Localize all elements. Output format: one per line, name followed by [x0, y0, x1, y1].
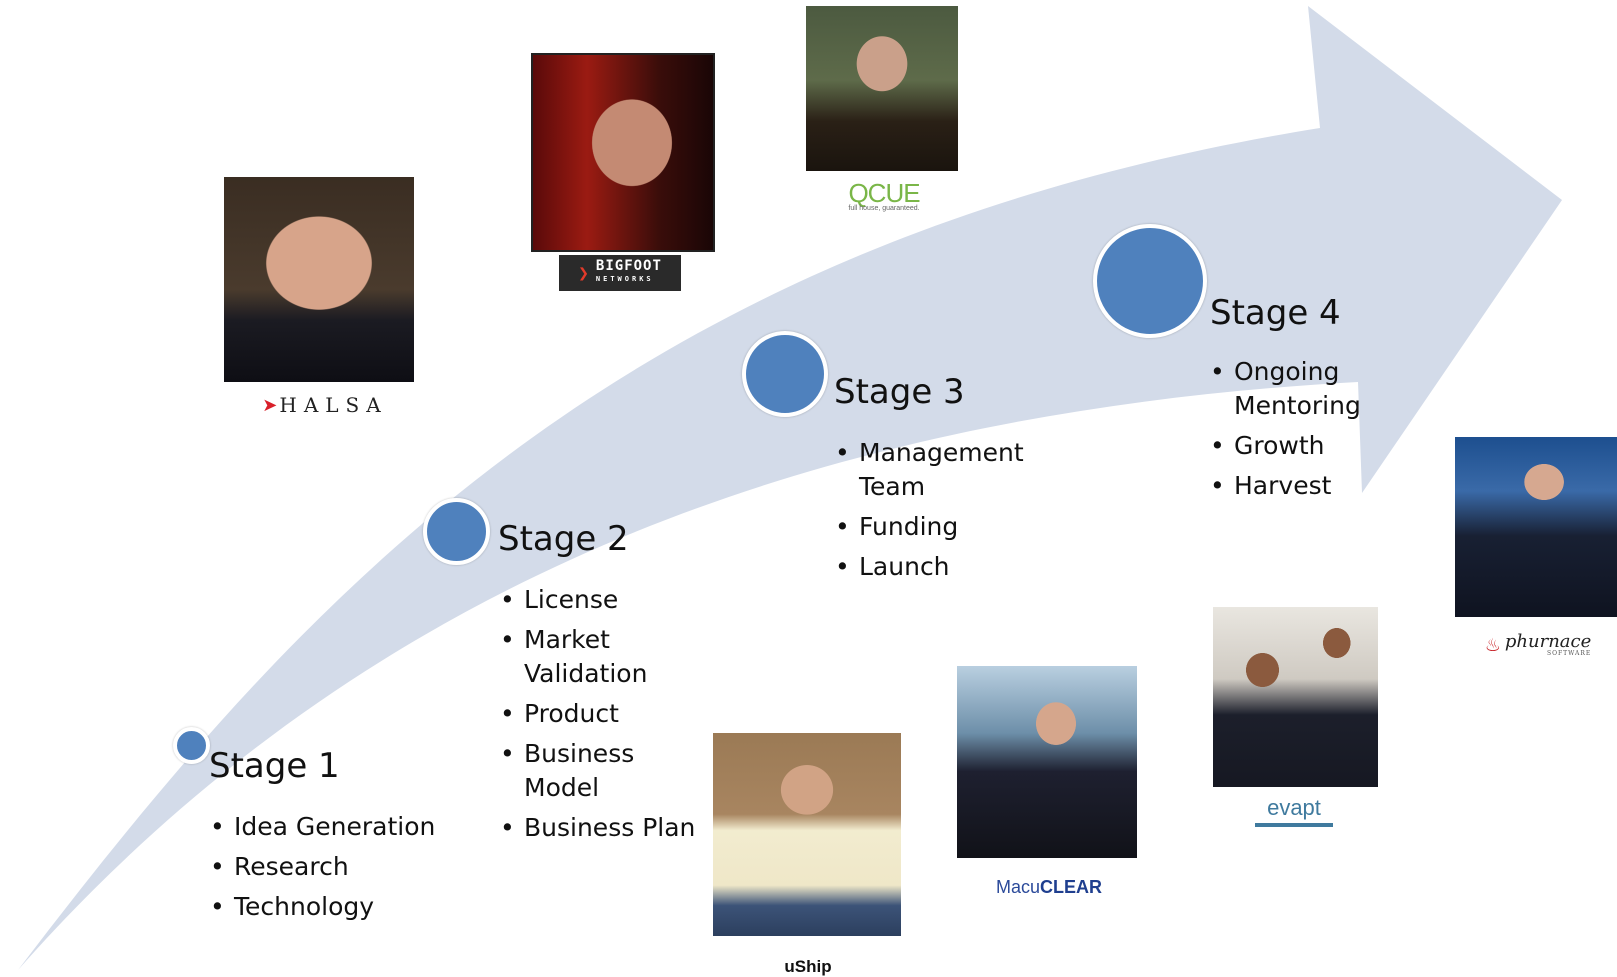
- list-item: Technology: [210, 890, 460, 924]
- phurnace-founder-photo: [1455, 437, 1617, 617]
- maculear-founder-photo: [957, 666, 1137, 858]
- stage-2-list: License Market Validation Product Busine…: [500, 583, 705, 851]
- list-item: Management Team: [835, 436, 1045, 504]
- list-item: Research: [210, 850, 460, 884]
- phurnace-flame-icon: ♨: [1484, 634, 1501, 656]
- stage-2-title: Stage 2: [498, 519, 629, 559]
- halsa-logo-text: HALSA: [279, 393, 388, 417]
- stage-1-list: Idea Generation Research Technology: [210, 810, 460, 930]
- bigfoot-logo-subtext: NETWORKS: [595, 275, 654, 283]
- list-item: Growth: [1210, 429, 1390, 463]
- list-item: Ongoing Mentoring: [1210, 355, 1390, 423]
- halsa-mark-icon: ➤: [262, 394, 278, 416]
- list-item: Market Validation: [500, 623, 705, 691]
- stage-4-marker: [1093, 224, 1207, 338]
- bigfoot-logo: ❯ BIGFOOT NETWORKS: [559, 255, 681, 291]
- list-item: License: [500, 583, 705, 617]
- list-item: Product: [500, 697, 705, 731]
- bigfoot-logo-text: BIGFOOT: [595, 258, 662, 274]
- qcue-logo-text: QCUE: [848, 178, 920, 208]
- stage-3-list: Management Team Funding Launch: [835, 436, 1045, 590]
- list-item: Business Model: [500, 737, 705, 805]
- list-item: Idea Generation: [210, 810, 460, 844]
- uship-founder-photo: [713, 733, 901, 936]
- qcue-founder-photo: [806, 6, 958, 171]
- stage-4-list: Ongoing Mentoring Growth Harvest: [1210, 355, 1390, 509]
- stage-4-title: Stage 4: [1210, 293, 1341, 333]
- stage-1-marker: [173, 727, 210, 764]
- stage-3-marker: [742, 331, 828, 417]
- qcue-logo: QCUE full house, guaranteed.: [836, 180, 932, 214]
- phurnace-logo-text: phurnace: [1504, 631, 1592, 652]
- list-item: Business Plan: [500, 811, 705, 845]
- stage-1-title: Stage 1: [209, 746, 340, 786]
- maculear-logo: Macu CLEAR: [987, 872, 1111, 902]
- list-item: Launch: [835, 550, 1045, 584]
- list-item: Harvest: [1210, 469, 1390, 503]
- uship-logo-text: uShip: [784, 956, 832, 976]
- stage-2-marker: [423, 498, 490, 565]
- maculear-logo-text-b: CLEAR: [1040, 876, 1102, 897]
- bigfoot-founder-photo: [531, 53, 715, 252]
- list-item: Funding: [835, 510, 1045, 544]
- uship-logo: uShip: [773, 957, 843, 976]
- stage-3-title: Stage 3: [834, 372, 965, 412]
- maculear-logo-text-a: Macu: [995, 876, 1040, 897]
- qcue-logo-tagline: full house, guaranteed.: [848, 205, 920, 212]
- evapt-logo-text: evapt: [1267, 795, 1321, 820]
- phurnace-logo-subtext: SOFTWARE: [1546, 650, 1592, 657]
- evapt-logo: evapt: [1255, 793, 1333, 827]
- halsa-logo: ➤ HALSA: [240, 390, 410, 420]
- phurnace-logo: ♨ phurnace SOFTWARE: [1484, 630, 1592, 660]
- evapt-founders-photo: [1213, 607, 1378, 787]
- bigfoot-mark-icon: ❯: [578, 262, 590, 284]
- halsa-founder-photo: [224, 177, 414, 382]
